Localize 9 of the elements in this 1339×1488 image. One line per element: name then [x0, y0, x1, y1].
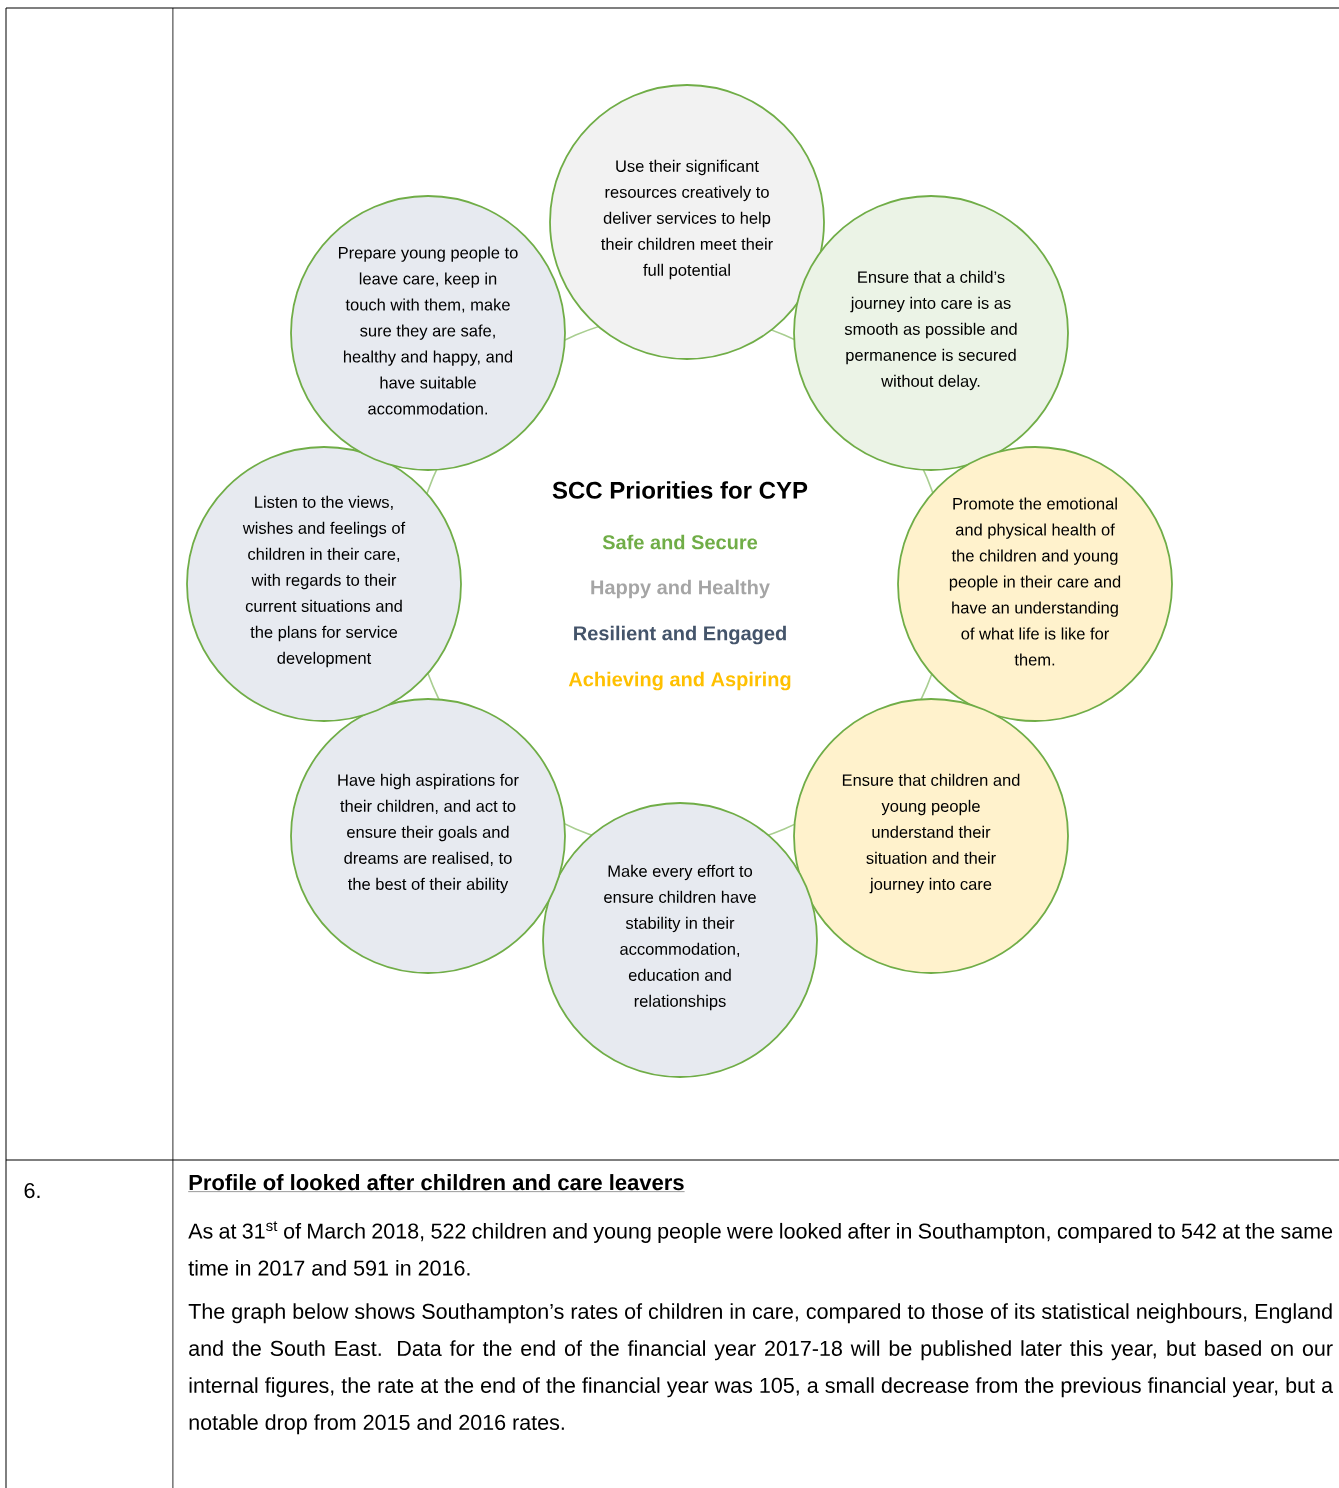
priority-heading: Achieving and Aspiring — [568, 671, 791, 691]
priority-heading: Happy and Healthy — [591, 579, 770, 599]
paragraph: As at 31$^{st}$ of March 2018, 522 children and young people were looked after in Southampton, compared to 542 at the same time in 2017 and 591 in 2016. — [188, 1221, 1333, 1276]
priority-heading: Resilient and Engaged — [574, 625, 786, 645]
priority-heading: Safe and Secure — [602, 534, 758, 550]
section-number: 6. — [24, 1183, 40, 1199]
paragraph: The graph below shows Southampton’s rates of children in care, compared to those of its statistical neighbours, England and the South East. Data for the end of the financial year 2017-18 will be published later this year, but based on our internal figures, the rate at the end of the financial year was 105, a small decrease from the previous financial year, but a notable drop from 2015 and 2016 rates. — [188, 1303, 1334, 1435]
priorities-title: SCC Priorities for CYP — [552, 481, 808, 499]
section-heading: Profile of looked after children and care leavers — [188, 1174, 685, 1192]
